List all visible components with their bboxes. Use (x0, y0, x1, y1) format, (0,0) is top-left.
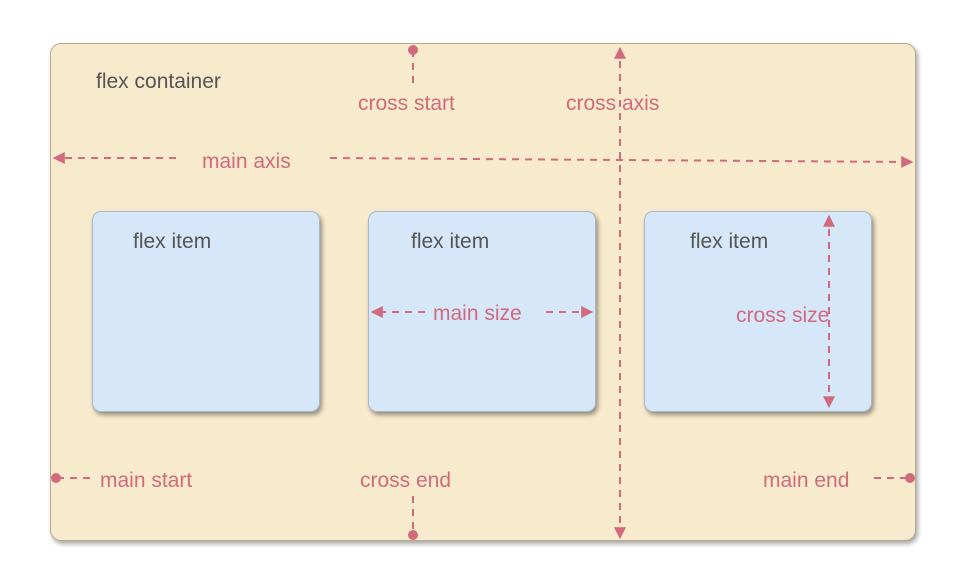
flex-item-2-label: flex item (411, 230, 490, 253)
cross-size-label: cross size (736, 304, 830, 327)
cross-end-label: cross end (360, 469, 452, 492)
flex-item-1 (92, 211, 320, 412)
flex-container-label: flex container (96, 70, 221, 93)
flex-item-3-label: flex item (690, 230, 769, 253)
cross-axis-label: cross axis (566, 92, 660, 115)
main-size-label: main size (433, 302, 522, 325)
main-end-label: main end (763, 469, 850, 492)
main-axis-label: main axis (202, 150, 291, 173)
cross-start-label: cross start (358, 92, 455, 115)
main-start-label: main start (100, 469, 193, 492)
flex-item-1-label: flex item (133, 230, 212, 253)
